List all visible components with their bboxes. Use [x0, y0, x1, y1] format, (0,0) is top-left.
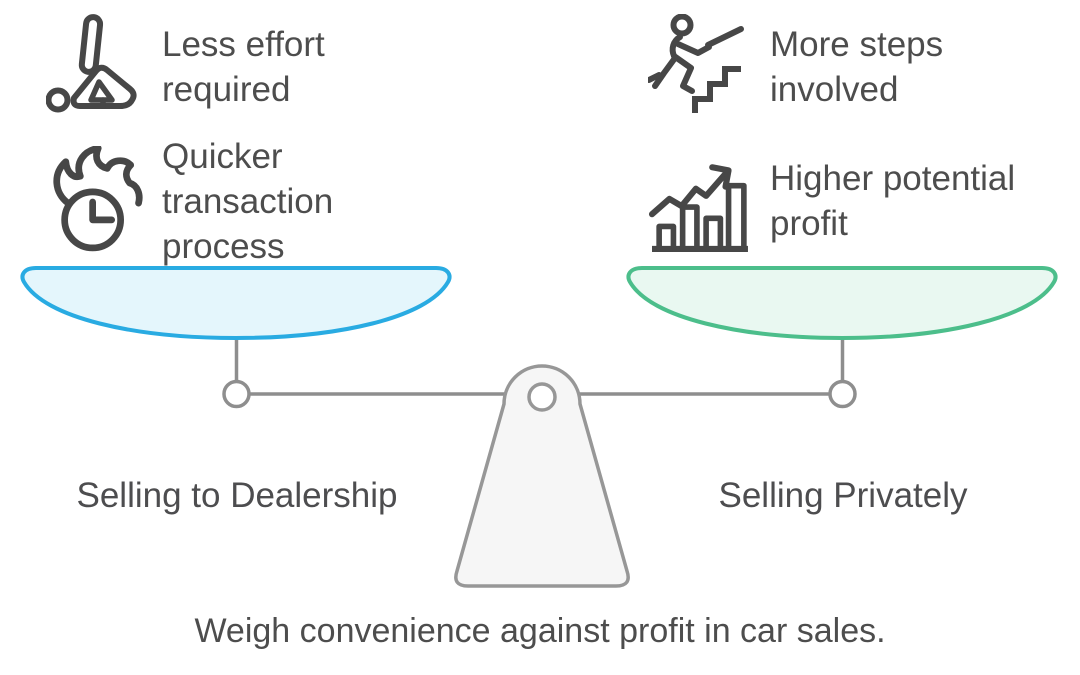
feature-higher-profit: Higher potential profit	[770, 159, 1016, 243]
right-pivot-ring	[828, 379, 857, 409]
left-pan	[20, 266, 452, 341]
caption: Weigh convenience against profit in car …	[194, 612, 886, 650]
growth-bar-chart-icon	[648, 164, 748, 252]
left-pivot-ring	[222, 379, 251, 409]
foot-pedal-icon	[46, 14, 137, 113]
fulcrum	[454, 364, 630, 588]
flaming-clock-icon	[53, 146, 143, 252]
right-side-label: Selling Privately	[718, 476, 968, 515]
fulcrum-hole	[527, 382, 557, 412]
right-pan	[626, 266, 1058, 341]
feature-less-effort: Less effort required	[162, 25, 325, 109]
feature-quicker-transaction: Quicker transaction process	[162, 137, 334, 266]
person-climbing-stairs-icon	[648, 14, 744, 113]
feature-more-steps: More steps involved	[770, 25, 944, 109]
left-side-label: Selling to Dealership	[76, 476, 398, 515]
